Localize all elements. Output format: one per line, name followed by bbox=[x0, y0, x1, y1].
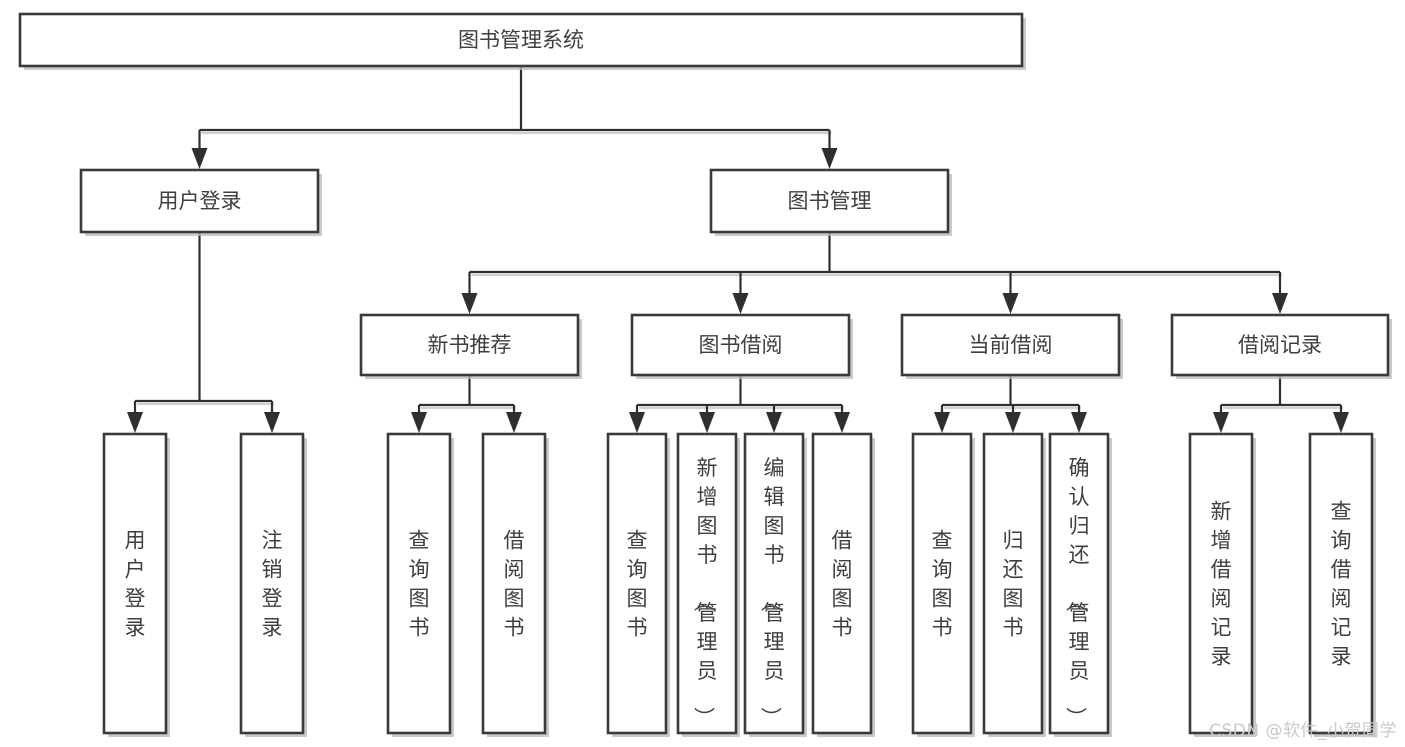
node-book-borrow[interactable]: 图书借阅 bbox=[630, 313, 853, 379]
node-user-login[interactable]: 用户登录 bbox=[79, 168, 322, 236]
node-box[interactable] bbox=[1170, 313, 1390, 377]
node-box[interactable] bbox=[102, 432, 168, 735]
arrow-head-icon bbox=[629, 412, 645, 433]
connector-group-new-book-rec bbox=[411, 375, 522, 433]
node-box[interactable] bbox=[606, 432, 668, 735]
arrow-head-icon bbox=[1002, 293, 1019, 314]
arrow-head-icon bbox=[1071, 412, 1087, 433]
arrow-head-icon bbox=[732, 293, 749, 314]
node-label: 借阅图书 bbox=[832, 528, 853, 639]
node-new-book-rec[interactable]: 新书推荐 bbox=[359, 313, 582, 379]
arrow-head-icon bbox=[191, 148, 208, 169]
node-box[interactable] bbox=[1188, 432, 1254, 735]
node-label: 查询图书 bbox=[932, 528, 953, 639]
arrow-head-icon bbox=[127, 412, 143, 433]
node-box[interactable] bbox=[481, 432, 547, 735]
node-leaf-query-book-1[interactable]: 查询图书 bbox=[386, 432, 454, 737]
node-label: 图书管理 bbox=[788, 189, 872, 213]
node-label: 新书推荐 bbox=[428, 333, 512, 357]
node-leaf-user-logout[interactable]: 注销登录 bbox=[239, 432, 307, 737]
node-leaf-user-login[interactable]: 用户登录 bbox=[102, 432, 170, 737]
node-label: 新增图书（管理员） bbox=[692, 456, 718, 728]
arrow-head-icon bbox=[506, 412, 522, 433]
connector-group-user-login bbox=[127, 232, 280, 433]
node-leaf-add-book[interactable]: 新增图书（管理员） bbox=[676, 432, 740, 737]
node-label: 图书管理系统 bbox=[458, 28, 584, 52]
arrow-head-icon bbox=[1213, 412, 1229, 433]
arrow-head-icon bbox=[834, 412, 850, 433]
node-leaf-add-record[interactable]: 新增借阅记录 bbox=[1188, 432, 1256, 737]
node-layer: 图书管理系统用户登录图书管理新书推荐图书借阅当前借阅借阅记录用户登录注销登录查询… bbox=[18, 12, 1392, 737]
node-current-borrow[interactable]: 当前借阅 bbox=[900, 313, 1123, 379]
node-box[interactable] bbox=[79, 168, 320, 234]
arrow-head-icon bbox=[1272, 293, 1288, 314]
node-label: 确认归还（管理员） bbox=[1064, 456, 1090, 728]
node-leaf-query-book-2[interactable]: 查询图书 bbox=[606, 432, 670, 737]
node-label: 借阅图书 bbox=[504, 528, 525, 639]
arrow-head-icon bbox=[934, 412, 950, 433]
node-label: 新增借阅记录 bbox=[1211, 499, 1232, 668]
node-box[interactable] bbox=[630, 313, 851, 377]
node-leaf-query-record[interactable]: 查询借阅记录 bbox=[1308, 432, 1376, 737]
node-root[interactable]: 图书管理系统 bbox=[18, 12, 1026, 70]
connector-group-root bbox=[191, 66, 838, 169]
arrow-head-icon bbox=[699, 412, 715, 433]
node-borrow-record[interactable]: 借阅记录 bbox=[1170, 313, 1392, 379]
node-box[interactable] bbox=[900, 313, 1121, 377]
arrow-head-icon bbox=[461, 293, 478, 314]
node-label: 用户登录 bbox=[158, 189, 242, 213]
arrow-head-icon bbox=[821, 148, 838, 169]
arrow-head-icon bbox=[1005, 412, 1021, 433]
node-leaf-query-book-3[interactable]: 查询图书 bbox=[911, 432, 975, 737]
connector-group-book-borrow bbox=[629, 375, 850, 433]
node-leaf-return-book[interactable]: 归还图书 bbox=[982, 432, 1046, 737]
node-label: 注销登录 bbox=[262, 528, 283, 639]
node-box[interactable] bbox=[386, 432, 452, 735]
node-box[interactable] bbox=[743, 432, 805, 735]
node-label: 编辑图书（管理员） bbox=[759, 456, 785, 728]
node-box[interactable] bbox=[911, 432, 973, 735]
node-leaf-borrow-book-2[interactable]: 借阅图书 bbox=[811, 432, 875, 737]
connector-group-borrow-record bbox=[1213, 375, 1349, 433]
node-label: 当前借阅 bbox=[969, 333, 1053, 357]
node-leaf-confirm-return[interactable]: 确认归还（管理员） bbox=[1048, 432, 1112, 737]
arrow-head-icon bbox=[1333, 412, 1349, 433]
arrow-head-icon bbox=[766, 412, 782, 433]
node-box[interactable] bbox=[982, 432, 1044, 735]
arrow-head-icon bbox=[411, 412, 427, 433]
node-box[interactable] bbox=[1308, 432, 1374, 735]
connector-group-book-manage bbox=[461, 232, 1288, 314]
node-book-manage[interactable]: 图书管理 bbox=[709, 168, 952, 236]
node-label: 查询图书 bbox=[627, 528, 648, 639]
node-box[interactable] bbox=[1048, 432, 1110, 735]
node-label: 查询借阅记录 bbox=[1331, 499, 1352, 668]
node-label: 归还图书 bbox=[1003, 528, 1024, 639]
node-box[interactable] bbox=[239, 432, 305, 735]
connector-group-current-borrow bbox=[934, 375, 1087, 433]
node-label: 借阅记录 bbox=[1238, 333, 1322, 357]
arrow-head-icon bbox=[264, 412, 280, 433]
node-label: 查询图书 bbox=[409, 528, 430, 639]
node-box[interactable] bbox=[18, 12, 1024, 68]
node-leaf-edit-book[interactable]: 编辑图书（管理员） bbox=[743, 432, 807, 737]
node-leaf-borrow-book-1[interactable]: 借阅图书 bbox=[481, 432, 549, 737]
node-box[interactable] bbox=[676, 432, 738, 735]
node-box[interactable] bbox=[359, 313, 580, 377]
node-box[interactable] bbox=[811, 432, 873, 735]
node-label: 用户登录 bbox=[125, 528, 146, 639]
connector-layer bbox=[127, 66, 1349, 433]
node-box[interactable] bbox=[709, 168, 950, 234]
node-label: 图书借阅 bbox=[699, 333, 783, 357]
